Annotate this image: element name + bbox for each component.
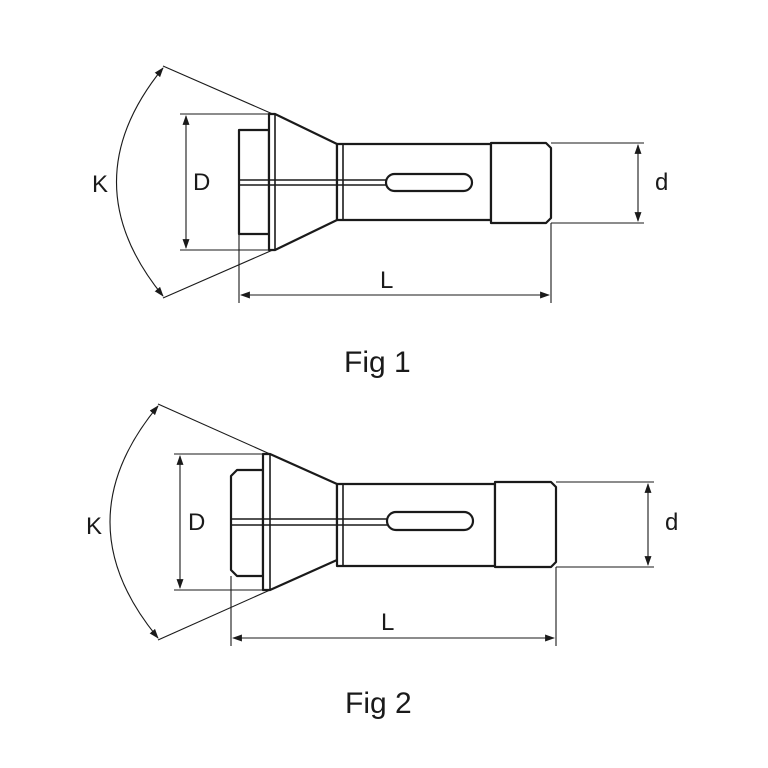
- fig2-collet-body: [229, 452, 558, 592]
- fig2-length-label: L: [381, 609, 394, 636]
- fig2-d-major-dimension: [174, 453, 266, 591]
- fig2-k-label: K: [86, 513, 102, 540]
- fig1-d-minor-label: d: [655, 169, 668, 196]
- fig1-collet-body: [237, 112, 553, 252]
- fig2-length-dimension: [230, 567, 557, 646]
- fig1-d-minor-dimension: [551, 142, 644, 224]
- fig2-k-angle-dimension: [109, 403, 271, 641]
- fig2-caption: Fig 2: [345, 687, 412, 720]
- fig1-k-angle-dimension: [116, 65, 276, 299]
- figure-1: K D: [92, 65, 668, 379]
- fig1-length-label: L: [380, 267, 393, 294]
- fig1-d-major-label: D: [193, 169, 210, 196]
- fig2-d-major-label: D: [188, 509, 205, 536]
- figure-2: K D: [86, 403, 678, 720]
- fig1-d-major-dimension: [180, 113, 272, 251]
- fig2-d-minor-dimension: [556, 481, 654, 568]
- fig2-d-minor-label: d: [665, 509, 678, 536]
- fig1-k-label: K: [92, 171, 108, 198]
- fig1-caption: Fig 1: [344, 346, 411, 379]
- fig1-length-dimension: [238, 223, 552, 303]
